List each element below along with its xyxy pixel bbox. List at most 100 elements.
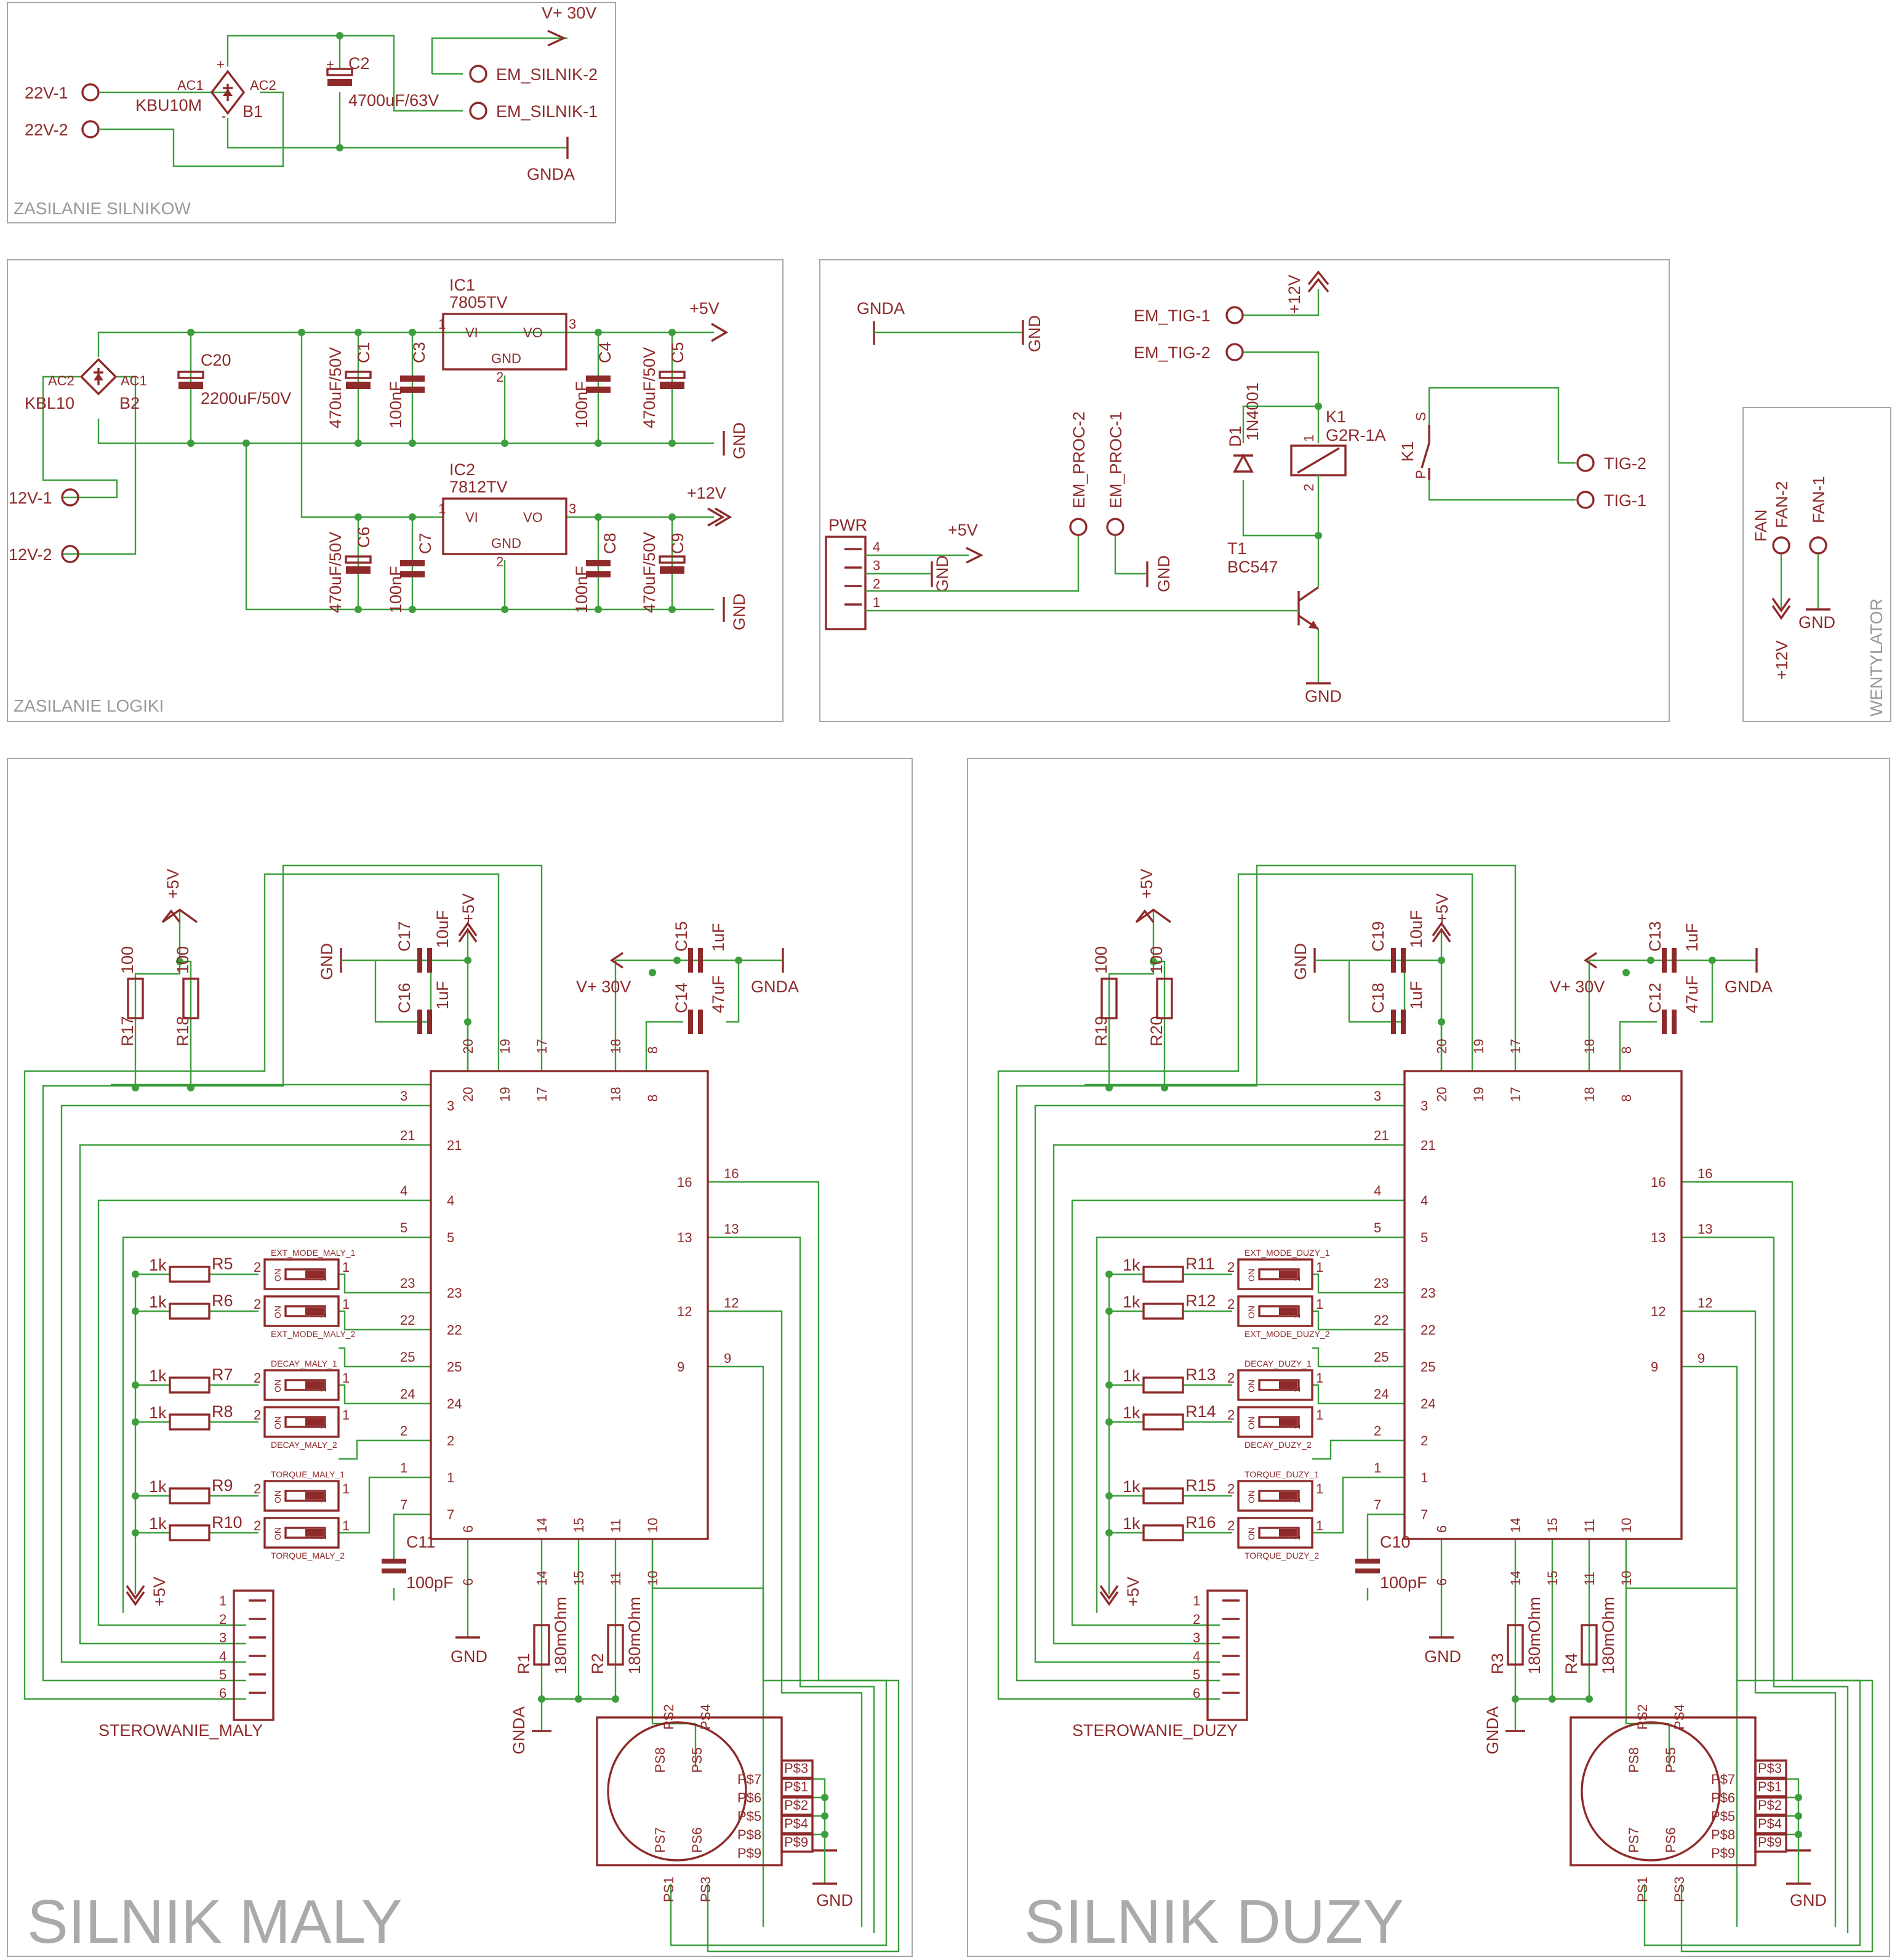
ic2-vo: VO xyxy=(523,510,543,525)
connector-em-proc-1[interactable] xyxy=(1106,518,1124,536)
dip-on: ON xyxy=(1246,1490,1256,1503)
gnd-label-1: GND xyxy=(730,422,748,459)
control-pin: 1 xyxy=(219,1593,226,1609)
dip-switch[interactable] xyxy=(263,1517,340,1549)
pullup-name: R18 xyxy=(174,1016,192,1046)
ic-left-pin-inside: 5 xyxy=(1421,1230,1428,1245)
pullup-name: R20 xyxy=(1147,1016,1166,1046)
pullup-resistor xyxy=(1100,978,1118,1019)
dip-switch[interactable] xyxy=(263,1369,340,1401)
connector-tig-2[interactable] xyxy=(1576,454,1595,472)
connector-em-proc-2[interactable] xyxy=(1069,518,1088,536)
ic-right-pin-outside: 13 xyxy=(724,1221,739,1237)
connector-fan-2[interactable] xyxy=(1772,536,1790,555)
connector-tig-1[interactable] xyxy=(1576,491,1595,509)
ic-right-pin-outside: 12 xyxy=(724,1295,739,1311)
ic-right-pin-outside: 13 xyxy=(1698,1221,1712,1237)
ic-bottom-pin-inside: 11 xyxy=(608,1519,623,1533)
k1-p: P xyxy=(1413,470,1429,479)
resistor-name: R15 xyxy=(1185,1476,1216,1495)
ic-bottom-pin-outside: 14 xyxy=(1508,1571,1523,1586)
ic-bottom-pin-outside: 6 xyxy=(1434,1578,1449,1586)
ic2-vi: VI xyxy=(465,510,478,525)
b2-value: KBL10 xyxy=(25,394,74,412)
dip-pin2-label: 2 xyxy=(254,1370,261,1386)
c8-value: 100nF xyxy=(572,566,591,613)
dip-pin1-label: 1 xyxy=(1316,1518,1323,1533)
ic-left-pin-outside: 22 xyxy=(1374,1312,1389,1328)
ic-bottom-pin-outside: 15 xyxy=(571,1571,587,1586)
resistor-1k xyxy=(1142,1413,1184,1431)
dip-switch[interactable] xyxy=(263,1480,340,1512)
ic-left-pin-inside: 2 xyxy=(447,1433,454,1448)
pwr-connector-pins xyxy=(844,548,862,606)
resistor-name: R9 xyxy=(212,1476,233,1495)
resistor-name: R12 xyxy=(1185,1291,1216,1310)
ic1-7805 xyxy=(442,313,567,371)
cap-name: C17 xyxy=(395,921,414,952)
c11-value: 100pF xyxy=(406,1573,454,1592)
c11-value: 100pF xyxy=(1380,1573,1427,1592)
dip-on: ON xyxy=(1246,1416,1256,1429)
ic-right-pin-inside: 12 xyxy=(1651,1304,1666,1319)
ic-left-pin-outside: 1 xyxy=(400,1460,407,1476)
connector-em-tig-2[interactable] xyxy=(1225,343,1244,361)
dip-switch[interactable] xyxy=(1237,1480,1313,1512)
dip-switch[interactable] xyxy=(1237,1406,1313,1438)
dip-switch[interactable] xyxy=(263,1258,340,1290)
dip-switch[interactable] xyxy=(263,1406,340,1438)
motor-pin: PS4 xyxy=(1672,1704,1687,1730)
dip-switch[interactable] xyxy=(1237,1369,1313,1401)
b1-value: KBU10M xyxy=(135,96,202,114)
control-pin: 6 xyxy=(1193,1685,1200,1701)
connector-22v-1[interactable] xyxy=(81,83,100,102)
ic2-gnd: GND xyxy=(491,536,521,551)
dip-on: ON xyxy=(1246,1269,1256,1282)
resistor-name: R8 xyxy=(212,1402,233,1421)
connector-12v-1[interactable] xyxy=(61,488,79,507)
motor-pin: PS8 xyxy=(652,1747,668,1773)
connector-em-tig-1[interactable] xyxy=(1225,306,1244,324)
cap-v-name: C14 xyxy=(672,982,691,1013)
dip-switch[interactable] xyxy=(1237,1295,1313,1327)
pwr-pin1: 1 xyxy=(873,595,880,610)
motor-pin: PS1 xyxy=(661,1876,676,1902)
dip-switch[interactable] xyxy=(1237,1258,1313,1290)
dip-name: EXT_MODE_DUZY_2 xyxy=(1245,1329,1330,1339)
gnd-label-2: GND xyxy=(730,593,748,630)
dip-switch[interactable] xyxy=(1237,1517,1313,1549)
dip-pin2-label: 2 xyxy=(1227,1259,1235,1275)
plus5v-label: +5V xyxy=(689,299,720,318)
resistor-value: 1k xyxy=(149,1477,167,1496)
dip-name: DECAY_MALY_2 xyxy=(271,1440,337,1450)
connector-fan-1[interactable] xyxy=(1809,536,1827,555)
dip-switch[interactable] xyxy=(263,1295,340,1327)
connector-em-silnik-1[interactable] xyxy=(469,102,487,120)
ic-left-pin-inside: 7 xyxy=(447,1507,454,1522)
ic1-pin2: 2 xyxy=(496,369,503,385)
pullup-value: 100 xyxy=(174,946,192,974)
logic-caps-row1 xyxy=(345,371,686,393)
gnd-em-proc: GND xyxy=(1155,555,1173,592)
cap-value: 1uF xyxy=(1407,981,1425,1010)
connector-22v-2[interactable] xyxy=(81,120,100,139)
fan1-label: FAN-1 xyxy=(1810,476,1828,523)
plus5v-caps: +5V xyxy=(459,893,478,923)
label-em-tig-2: EM_TIG-2 xyxy=(1134,343,1211,362)
pullup-resistor xyxy=(1156,978,1173,1019)
dip-pin1-label: 1 xyxy=(1316,1370,1323,1386)
driver-ic xyxy=(430,1070,709,1540)
ic-top-pin-outside: 18 xyxy=(1582,1039,1597,1054)
cap-v-value: 47uF xyxy=(1683,975,1701,1013)
connector-em-silnik-2[interactable] xyxy=(469,65,487,83)
motor-pin-box: P$3 xyxy=(784,1761,808,1776)
vplus-label: V+ 30V xyxy=(542,4,596,22)
pwr-pin2: 2 xyxy=(873,576,880,592)
resistor-value: 1k xyxy=(1123,1404,1140,1422)
connector-12v-2[interactable] xyxy=(61,545,79,563)
gnda-label-relay: GNDA xyxy=(857,299,905,318)
control-pin: 4 xyxy=(219,1649,226,1664)
sheet-title-fan: WENTYLATOR xyxy=(1867,598,1886,717)
ic-left-pin-inside: 2 xyxy=(1421,1433,1428,1448)
sense-name: R4 xyxy=(1562,1653,1581,1674)
